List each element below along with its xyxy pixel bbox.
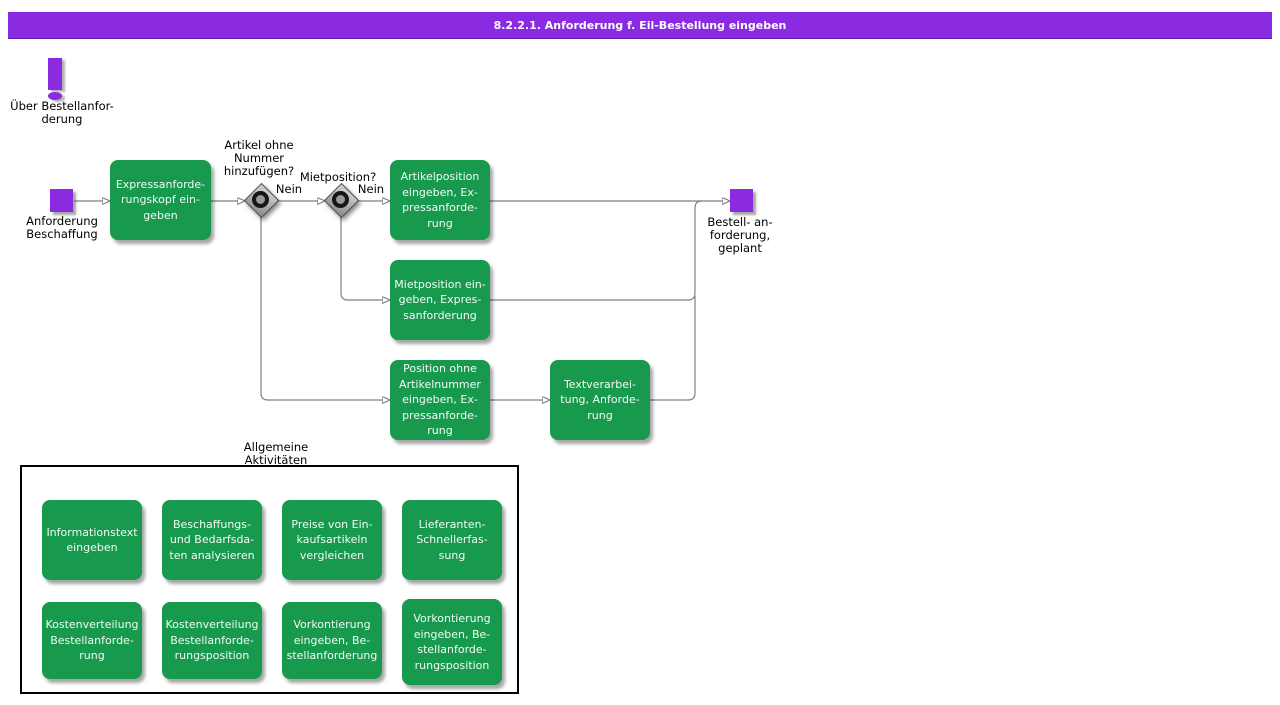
gateway1-question-label: Artikel ohne Nummer hinzufügen? [223, 138, 295, 178]
connector-activity3-to-merge [490, 200, 703, 301]
activity-lieferanten-schnellerfassung[interactable]: Lieferanten- Schnellerfas- sung [402, 500, 502, 580]
activity-vorkontierung-bestellanforderung[interactable]: Vorkontierung eingeben, Be- stellanforde… [282, 602, 382, 679]
gateway-rule-icon [252, 191, 269, 208]
group-title-label: Allgemeine Aktivitäten [243, 440, 309, 467]
exclamation-icon-dot [48, 92, 62, 100]
start-event [50, 189, 73, 212]
gateway-rule-icon [332, 191, 349, 208]
activity-informationstext-eingeben[interactable]: Informationstext eingeben [42, 500, 142, 580]
connector-activity5-to-merge [650, 296, 696, 401]
end-event [730, 189, 753, 212]
gateway1-branch-label: Nein [275, 182, 303, 196]
activity-textverarbeitung-anforderung[interactable]: Textverarbei- tung, Anforde- rung [550, 360, 650, 440]
connector-gateway1-to-activity4 [260, 217, 383, 400]
gateway2-branch-label: Nein [357, 182, 385, 196]
diagram-title: 8.2.2.1. Anforderung f. Eil-Bestellung e… [493, 18, 787, 32]
connector-gateway2-to-activity3 [340, 217, 383, 300]
diagram-title-bar: 8.2.2.1. Anforderung f. Eil-Bestellung e… [8, 12, 1272, 39]
activity-kostenverteilung-bestellanforderung[interactable]: Kostenverteilung Bestellanforde- rung [42, 602, 142, 679]
start-event-label: Anforderung Beschaffung [26, 214, 98, 241]
note-label: Über Bestellanfor- derung [10, 99, 114, 126]
exclamation-icon [48, 58, 62, 90]
activity-position-ohne-artikelnummer[interactable]: Position ohne Artikelnummer eingeben, Ex… [390, 360, 490, 440]
activity-preise-vergleichen[interactable]: Preise von Ein- kaufsartikeln vergleiche… [282, 500, 382, 580]
activity-beschaffungsdaten-analysieren[interactable]: Beschaffungs- und Bedarfsda- ten analysi… [162, 500, 262, 580]
activity-mietposition-eingeben[interactable]: Mietposition ein- geben, Expres- sanford… [390, 260, 490, 340]
activity-vorkontierung-bestellanforderungsposition[interactable]: Vorkontierung eingeben, Be- stellanforde… [402, 599, 502, 685]
gateway-mietposition [323, 182, 360, 219]
general-activities-group: Informationstext eingeben Beschaffungs- … [20, 465, 519, 694]
activity-artikelposition-eingeben[interactable]: Artikelposition eingeben, Ex- pressanfor… [390, 160, 490, 240]
activity-expressanforderungskopf-eingeben[interactable]: Expressanforde- rungskopf ein- geben [110, 160, 211, 240]
gateway-artikel-ohne-nummer [243, 182, 280, 219]
gateway2-question-label: Mietposition? [299, 170, 377, 184]
end-event-label: Bestell- an- forderung, geplant [707, 215, 773, 255]
activity-kostenverteilung-bestellanforderungsposition[interactable]: Kostenverteilung Bestellanforde- rungspo… [162, 602, 262, 679]
